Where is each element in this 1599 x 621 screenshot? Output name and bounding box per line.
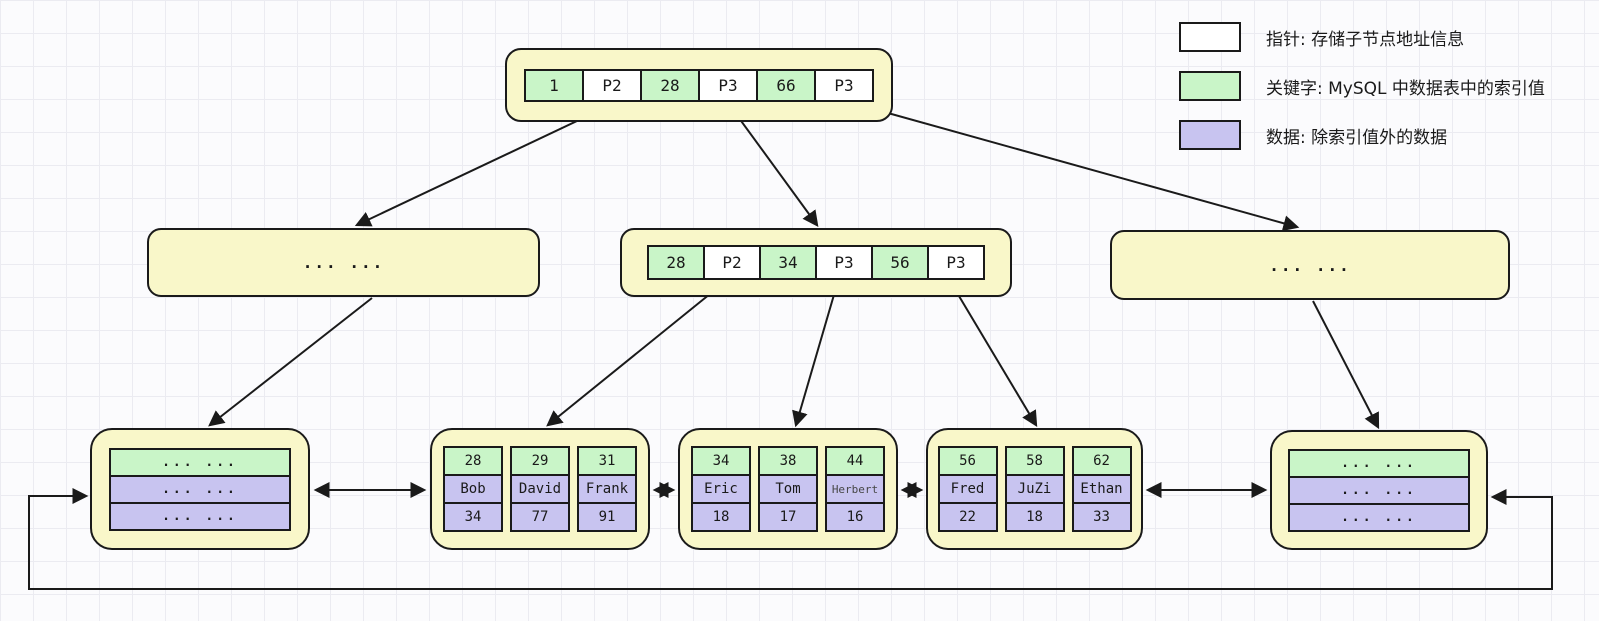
legend-swatch-pointer bbox=[1179, 22, 1241, 52]
leaf-data-cell: 77 bbox=[510, 502, 570, 532]
leaf-node-2: 28 Bob 34 29 David 77 31 Frank 91 bbox=[430, 428, 650, 550]
internal-pointer-cell: P3 bbox=[927, 245, 985, 280]
leaf-data-row: ... ... bbox=[109, 474, 291, 504]
internal-node-right: ... ... bbox=[1110, 230, 1510, 300]
legend-swatch-key bbox=[1179, 71, 1241, 101]
leaf-data-cell: Fred bbox=[937, 474, 998, 504]
leaf-rows: ... ... ... ... ... ... bbox=[109, 447, 291, 531]
leaf-key-cell: 62 bbox=[1071, 446, 1132, 476]
leaf-node-3: 34 Eric 18 38 Tom 17 44 Herbert 16 bbox=[678, 428, 898, 550]
leaf-record: 29 David 77 bbox=[510, 446, 570, 532]
internal-pointer-cell: P3 bbox=[815, 245, 873, 280]
leaf-key-cell: 38 bbox=[758, 446, 818, 476]
leaf-record: 62 Ethan 33 bbox=[1071, 446, 1132, 532]
legend-label-data: 数据: 除索引值外的数据 bbox=[1266, 127, 1448, 148]
root-node: 1 P2 28 P3 66 P3 bbox=[505, 48, 893, 122]
edge-left-internal-to-leaf1 bbox=[208, 297, 373, 427]
ellipsis-text: ... ... bbox=[302, 253, 385, 272]
leaf-key-cell: 44 bbox=[825, 446, 885, 476]
leaf-node-4: 56 Fred 22 58 JuZi 18 62 Ethan 33 bbox=[926, 428, 1143, 550]
leaf-key-cell: 34 bbox=[691, 446, 751, 476]
leaf-data-cell: 33 bbox=[1071, 502, 1132, 532]
leaf-data-cell: 16 bbox=[825, 502, 885, 532]
internal-key-cell: 56 bbox=[871, 245, 929, 280]
leaf-data-cell: 91 bbox=[577, 502, 637, 532]
leaf-record: 38 Tom 17 bbox=[758, 446, 818, 532]
edge-middle-internal-to-leaf2 bbox=[546, 280, 727, 427]
leaf-key-row: ... ... bbox=[109, 447, 291, 477]
leaf-key-cell: 56 bbox=[937, 446, 998, 476]
legend: 指针: 存储子节点地址信息 关键字: MySQL 中数据表中的索引值 数据: 除… bbox=[1179, 22, 1545, 169]
leaf-grid: 34 Eric 18 38 Tom 17 44 Herbert 16 bbox=[691, 446, 885, 532]
leaf-record: 56 Fred 22 bbox=[937, 446, 998, 532]
leaf-data-cell: 34 bbox=[443, 502, 503, 532]
leaf-key-cell: 31 bbox=[577, 446, 637, 476]
root-key-cell: 28 bbox=[640, 68, 700, 102]
leaf-key-cell: 58 bbox=[1004, 446, 1065, 476]
leaf-data-cell: 22 bbox=[937, 502, 998, 532]
internal-cell-row: 28 P2 34 P3 56 P3 bbox=[647, 245, 985, 280]
internal-node-middle: 28 P2 34 P3 56 P3 bbox=[620, 228, 1012, 297]
legend-swatch-data bbox=[1179, 120, 1241, 150]
leaf-data-cell: JuZi bbox=[1004, 474, 1065, 504]
leaf-record: 34 Eric 18 bbox=[691, 446, 751, 532]
legend-label-pointer: 指针: 存储子节点地址信息 bbox=[1266, 29, 1465, 50]
internal-pointer-cell: P2 bbox=[703, 245, 761, 280]
leaf-record: 44 Herbert 16 bbox=[825, 446, 885, 532]
leaf-rows: ... ... ... ... ... ... bbox=[1288, 448, 1470, 532]
leaf-data-cell: 17 bbox=[758, 502, 818, 532]
edge-right-internal-to-leaf5 bbox=[1312, 300, 1380, 430]
leaf-record: 31 Frank 91 bbox=[577, 446, 637, 532]
root-pointer-cell: P3 bbox=[814, 68, 874, 102]
leaf-data-cell: Bob bbox=[443, 474, 503, 504]
leaf-node-1: ... ... ... ... ... ... bbox=[90, 428, 310, 550]
ellipsis-text: ... ... bbox=[1269, 255, 1351, 275]
leaf-key-cell: 29 bbox=[510, 446, 570, 476]
leaf-data-row: ... ... bbox=[1288, 475, 1470, 505]
leaf-data-cell: 18 bbox=[691, 502, 751, 532]
edge-middle-internal-to-leaf3 bbox=[792, 280, 839, 428]
leaf-data-cell: Frank bbox=[577, 474, 637, 504]
leaf-data-row: ... ... bbox=[109, 501, 291, 531]
leaf-data-cell: Ethan bbox=[1071, 474, 1132, 504]
leaf-data-cell: Tom bbox=[758, 474, 818, 504]
leaf-record: 28 Bob 34 bbox=[443, 446, 503, 532]
leaf-data-cell: Eric bbox=[691, 474, 751, 504]
legend-row-pointer: 指针: 存储子节点地址信息 bbox=[1179, 22, 1545, 52]
leaf-data-cell: 18 bbox=[1004, 502, 1065, 532]
legend-row-data: 数据: 除索引值外的数据 bbox=[1179, 120, 1545, 150]
leaf-key-cell: 28 bbox=[443, 446, 503, 476]
leaf-grid: 28 Bob 34 29 David 77 31 Frank 91 bbox=[443, 446, 637, 532]
leaf-data-cell: Herbert bbox=[825, 474, 885, 504]
root-key-cell: 66 bbox=[756, 68, 816, 102]
edge-middle-internal-to-leaf4 bbox=[949, 280, 1038, 428]
leaf-node-5: ... ... ... ... ... ... bbox=[1270, 430, 1488, 550]
leaf-data-cell: David bbox=[510, 474, 570, 504]
root-pointer-cell: P2 bbox=[582, 68, 642, 102]
internal-node-left: ... ... bbox=[147, 228, 540, 297]
leaf-data-row: ... ... bbox=[1288, 502, 1470, 532]
leaf-record: 58 JuZi 18 bbox=[1004, 446, 1065, 532]
internal-key-cell: 34 bbox=[759, 245, 817, 280]
legend-row-key: 关键字: MySQL 中数据表中的索引值 bbox=[1179, 71, 1545, 101]
leaf-grid: 56 Fred 22 58 JuZi 18 62 Ethan 33 bbox=[937, 446, 1132, 532]
root-key-cell: 1 bbox=[524, 68, 584, 102]
root-pointer-cell: P3 bbox=[698, 68, 758, 102]
internal-key-cell: 28 bbox=[647, 245, 705, 280]
root-cell-row: 1 P2 28 P3 66 P3 bbox=[524, 68, 874, 102]
legend-label-key: 关键字: MySQL 中数据表中的索引值 bbox=[1266, 78, 1545, 99]
leaf-key-row: ... ... bbox=[1288, 448, 1470, 478]
